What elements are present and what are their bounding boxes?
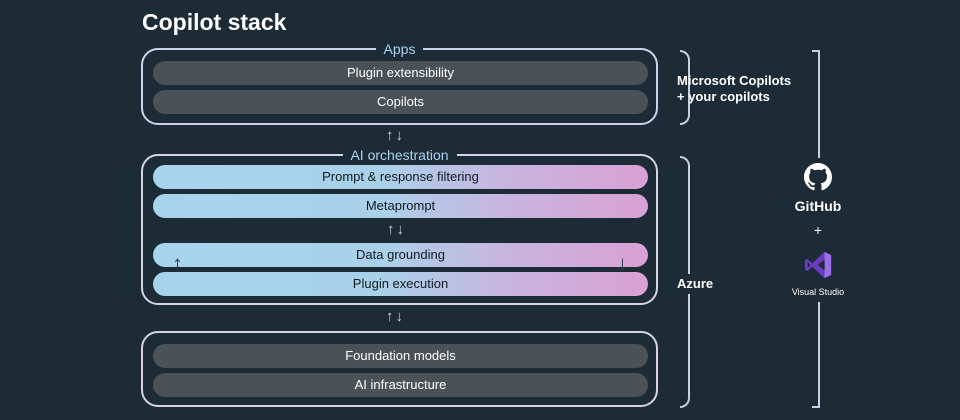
tools-plus: + bbox=[813, 222, 823, 238]
side-up-arrow: ↑ bbox=[172, 251, 183, 276]
visual-studio-logo: Visual Studio bbox=[782, 250, 854, 297]
apps-group: Apps Plugin extensibility Copilots bbox=[141, 40, 658, 125]
copilots-bar: Copilots bbox=[153, 90, 648, 114]
apps-label: Apps bbox=[375, 40, 424, 58]
tools-brace-top bbox=[812, 50, 818, 52]
microsoft-copilots-label: Microsoft Copilots bbox=[677, 73, 792, 88]
github-logo: GitHub bbox=[790, 163, 846, 214]
data-grounding-bar: Data grounding bbox=[153, 243, 648, 267]
metaprompt-grounding-arrows: ↑↓ bbox=[387, 221, 406, 238]
metaprompt-bar: Metaprompt bbox=[153, 194, 648, 218]
ai-orchestration-group: AI orchestration Prompt & response filte… bbox=[141, 146, 658, 305]
tools-brace-upper bbox=[818, 50, 820, 158]
foundation-group: Foundation models AI infrastructure bbox=[141, 331, 658, 407]
prompt-response-filtering-bar: Prompt & response filtering bbox=[153, 165, 648, 189]
your-copilots-label: + your copilots bbox=[677, 89, 770, 104]
ai-orchestration-label: AI orchestration bbox=[342, 146, 457, 164]
visual-studio-icon bbox=[804, 251, 832, 279]
visual-studio-label: Visual Studio bbox=[791, 287, 845, 297]
apps-orchestration-arrows: ↑↓ bbox=[386, 127, 405, 144]
side-down-arrow: ↓ bbox=[617, 251, 628, 276]
github-icon bbox=[804, 163, 832, 191]
plugin-execution-bar: Plugin execution bbox=[153, 272, 648, 296]
plugin-extensibility-bar: Plugin extensibility bbox=[153, 61, 648, 85]
github-label: GitHub bbox=[794, 198, 842, 214]
ai-infrastructure-bar: AI infrastructure bbox=[153, 373, 648, 397]
azure-label: Azure bbox=[677, 274, 714, 294]
page-title: Copilot stack bbox=[142, 9, 287, 35]
tools-brace-bottom bbox=[812, 406, 818, 408]
tools-brace-lower bbox=[818, 302, 820, 408]
orchestration-foundation-arrows: ↑↓ bbox=[386, 308, 405, 325]
foundation-models-bar: Foundation models bbox=[153, 344, 648, 368]
